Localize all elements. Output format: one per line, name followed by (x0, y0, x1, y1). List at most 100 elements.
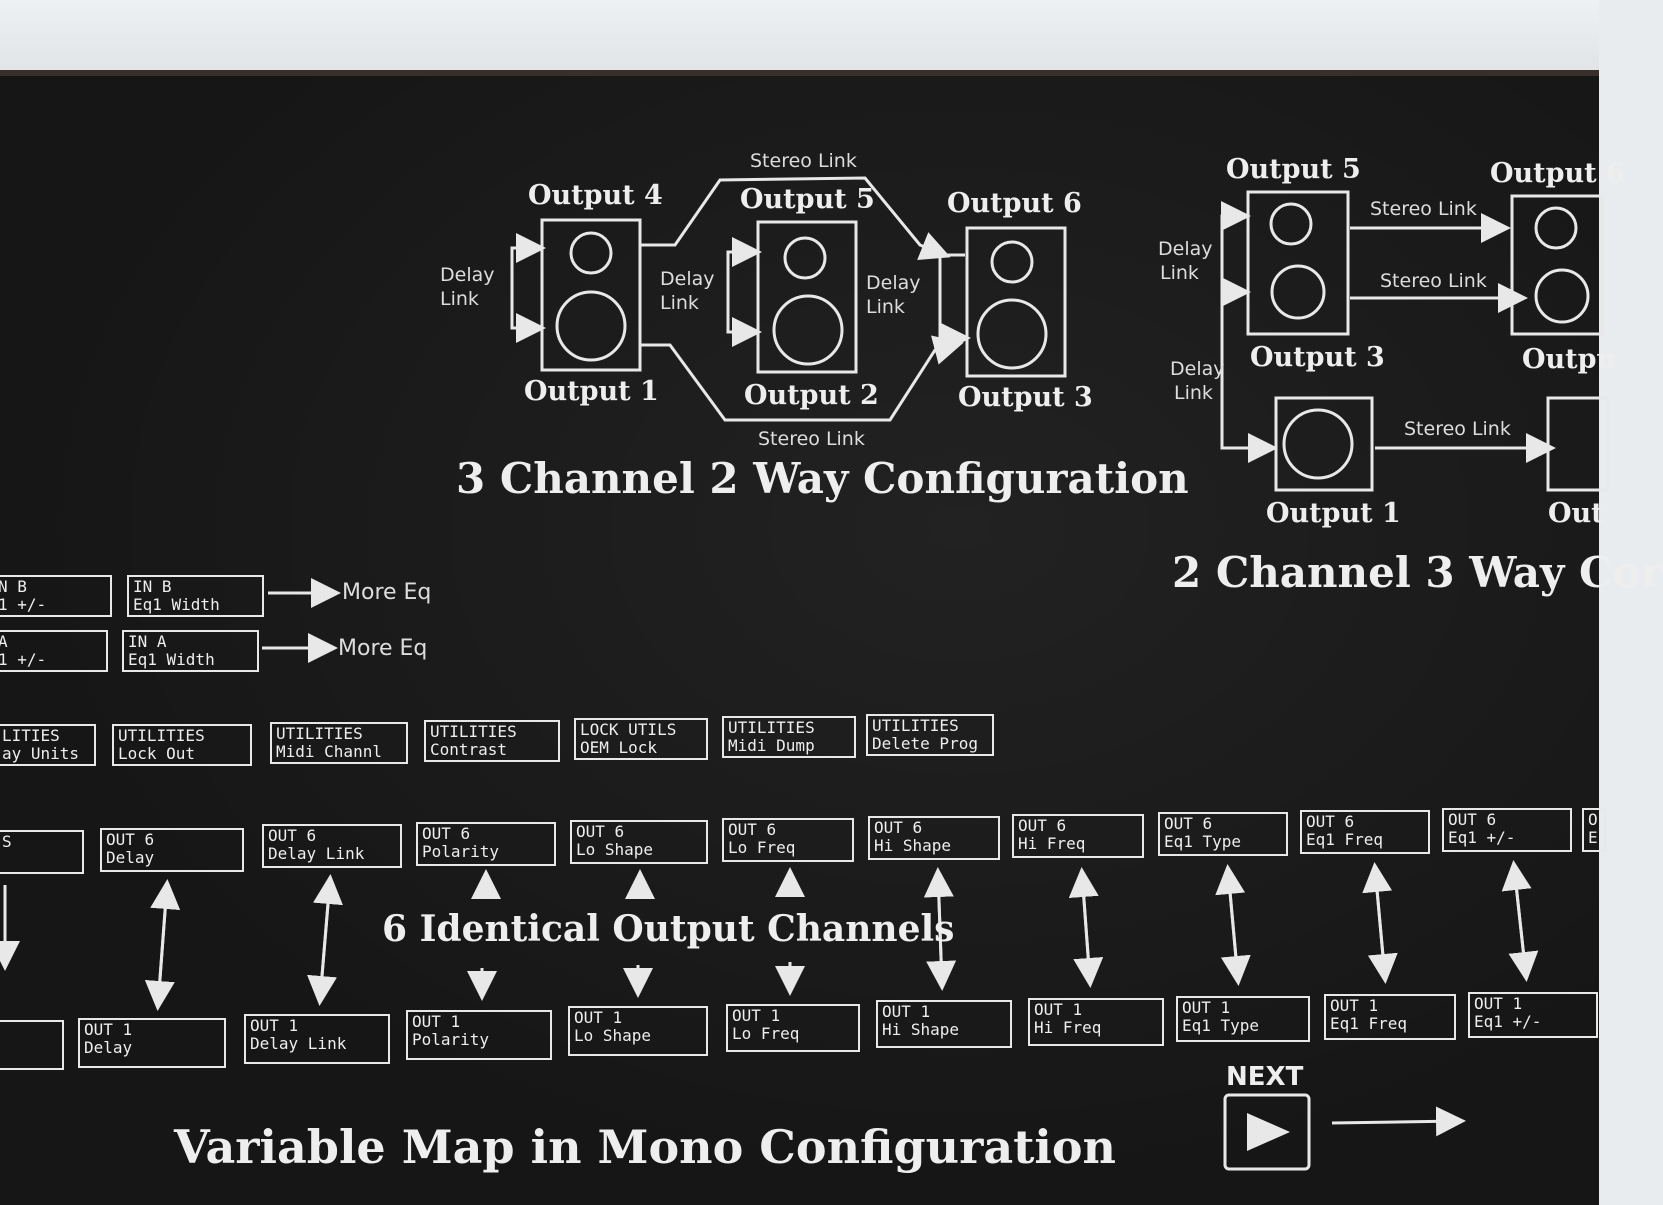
lcd-line2: Delay (106, 848, 155, 867)
lcd-line2: Delay Link (268, 844, 365, 863)
lcd-line2: ay Units (2, 744, 80, 763)
output-6b-label: Output 6 (1490, 158, 1625, 189)
lcd-line2: Midi Channl (276, 742, 382, 761)
lcd-line2: Lo Shape (574, 1026, 652, 1045)
lcd-line2: Hi Freq (1034, 1018, 1102, 1037)
lcd-line2: E (1588, 828, 1598, 847)
more-eq-label-b: More Eq (342, 580, 432, 605)
output-2-label: Output 2 (744, 380, 879, 411)
next-button[interactable] (1225, 1095, 1309, 1169)
next-button-frame (1223, 1093, 1311, 1171)
speaker-output-5b (1246, 190, 1350, 336)
lcd-line2: Delete Prog (872, 734, 978, 753)
lcd-line1: OUT 1 (1474, 994, 1523, 1013)
next-label: NEXT (1226, 1062, 1304, 1092)
play-icon (1247, 1113, 1290, 1151)
lcd-line1: A (0, 632, 8, 651)
lcd-line2: Delay Link (250, 1034, 347, 1053)
lcd-line1: OUT 6 (1306, 812, 1355, 831)
identical-channels-label: 6 Identical Output Channels (382, 908, 955, 950)
link-label-2: Link (660, 292, 699, 314)
lcd-line1: UTILITIES (728, 718, 815, 737)
output-partial-label: Outpu (1522, 344, 1617, 375)
speaker-output-6b (1510, 194, 1604, 336)
config-2ch-title: 2 Channel 3 Way Cor (1172, 548, 1663, 597)
link-label-3: Link (866, 296, 905, 318)
link-label-2ch-1: Link (1160, 262, 1199, 284)
lcd-line2: Delay (84, 1038, 133, 1057)
lcd-line1: OUT 1 (732, 1006, 781, 1025)
lcd-line2: Eq1 +/- (1474, 1012, 1542, 1031)
delay-label-2ch-1: Delay (1158, 238, 1213, 260)
lcd-line1: LOCK UTILS (580, 720, 677, 739)
lcd-line1: OUT 1 (412, 1012, 461, 1031)
lcd-line2: Eq1 Freq (1330, 1014, 1408, 1033)
lcd-line1: UTILITIES (276, 724, 363, 743)
lcd-line2: 1 +/- (0, 595, 47, 614)
delay-label-2ch-2: Delay (1170, 358, 1225, 380)
lcd-line1: OUT 6 (1164, 814, 1213, 833)
more-eq-label-a: More Eq (338, 636, 428, 661)
link-label-2ch-2: Link (1174, 382, 1213, 404)
lcd-line1: LITIES (2, 726, 60, 745)
lcd-line1: UTILITIES (430, 722, 517, 741)
lcd-line1: OUT 6 (422, 824, 471, 843)
delay-label-1: Delay (440, 264, 495, 286)
stereo-link-2ch-3: Stereo Link (1404, 418, 1511, 440)
diagram-lines (0, 176, 1604, 1171)
lcd-line1: OUT 6 (576, 822, 625, 841)
lcd-line2: Lo Shape (576, 840, 654, 859)
lcd-line1: OUT 1 (574, 1008, 623, 1027)
lcd-line2: Contrast (430, 740, 508, 759)
lcd-line1: UTILITIES (872, 716, 959, 735)
lcd-line2: Lock Out (118, 744, 196, 763)
output-3-label: Output 3 (958, 382, 1093, 413)
lcd-line2: Eq1 Width (133, 595, 220, 614)
lcd-line2: Hi Shape (882, 1020, 960, 1039)
lcd-line2: Polarity (412, 1030, 490, 1049)
lcd-line1: OUT 6 (874, 818, 923, 837)
lcd-line2: Lo Freq (732, 1024, 800, 1043)
lcd-line2: Eq1 +/- (1448, 828, 1516, 847)
lcd-line1: OUT 6 (1018, 816, 1067, 835)
lcd-line2: Lo Freq (728, 838, 796, 857)
lcd-line1: S (2, 832, 12, 851)
lcd-line2: OEM Lock (580, 738, 658, 757)
background-wall (0, 0, 1599, 78)
lcd-line1: OUT 1 (1034, 1000, 1083, 1019)
stereo-link-2ch-1: Stereo Link (1370, 198, 1477, 220)
speaker-out-partial (1546, 396, 1610, 492)
lcd-line1: OUT 6 (728, 820, 777, 839)
output-4-label: Output 4 (528, 180, 663, 211)
lcd-out6-partial: S (0, 830, 84, 874)
output-5-label: Output 5 (740, 184, 875, 215)
link-label-1: Link (440, 288, 479, 310)
lcd-line2: Eq1 Width (128, 650, 215, 669)
lcd-line1: UTILITIES (118, 726, 205, 745)
output-1b-label: Output 1 (1266, 498, 1401, 529)
stereo-link-top-label: Stereo Link (750, 150, 857, 172)
delay-label-2: Delay (660, 268, 715, 290)
output-1-label: Output 1 (524, 376, 659, 407)
lcd-line1: OUT 6 (1448, 810, 1497, 829)
lcd-line2: Polarity (422, 842, 500, 861)
output-5b-label: Output 5 (1226, 154, 1361, 185)
stereo-link-2ch-2: Stereo Link (1380, 270, 1487, 292)
config-3ch-title: 3 Channel 2 Way Configuration (456, 454, 1189, 503)
